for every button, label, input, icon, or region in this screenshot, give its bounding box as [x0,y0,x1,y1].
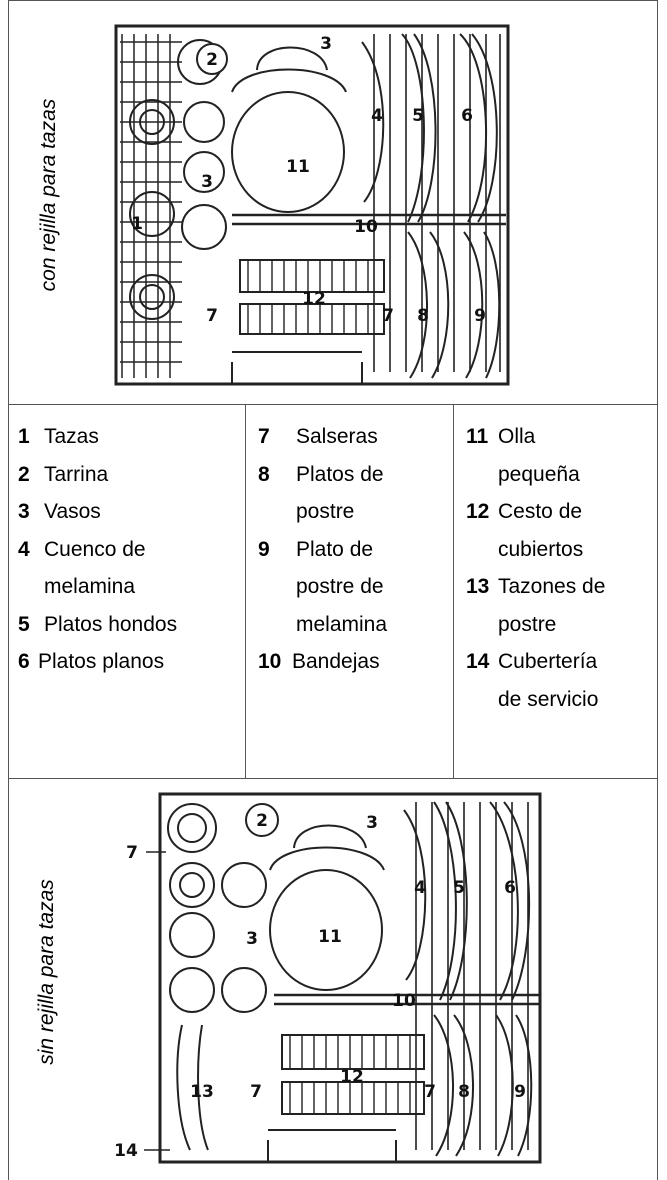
legend-item-9: 9 Plato de postre de melamina [258,531,448,644]
top-callout-11: 11 [286,157,310,177]
bottom-callout-7a: 7 [126,843,138,863]
legend-text: melamina [44,575,136,598]
legend-text: Tarrina [44,462,109,486]
legend-text: Platos de [296,462,384,486]
bottom-callout-5: 5 [453,878,465,898]
legend-number: 3 [18,500,30,523]
legend-column-2: 7 Salseras 8 Platos de postre 9 Plato de… [258,418,448,681]
top-callout-1: 1 [131,214,143,234]
legend-number: 13 [466,575,490,598]
bottom-callout-3b: 3 [246,929,258,949]
top-callout-7b: 7 [382,306,394,326]
top-callout-5: 5 [412,106,424,126]
bottom-callout-8: 8 [458,1082,470,1102]
bottom-callout-7c: 7 [424,1082,436,1102]
legend-item-11: 11 Olla pequeña [466,418,656,493]
top-callout-9: 9 [474,306,486,326]
legend-text: Tazones de [498,575,606,598]
top-callout-6: 6 [461,106,473,126]
legend-item-4: 4 Cuenco de melamina [18,531,240,606]
legend-number: 14 [466,650,490,673]
legend-text: Platos hondos [44,612,178,636]
legend-number: 9 [258,537,270,561]
top-callout-3a: 3 [320,34,332,54]
legend-column-divider-2 [453,404,454,778]
bottom-callout-10: 10 [392,991,416,1011]
legend-text: postre [498,612,557,636]
legend-text: Tazas [44,425,99,448]
legend-text: Plato de [296,537,374,561]
bottom-callout-7b: 7 [250,1082,262,1102]
legend-column-divider-1 [245,404,246,778]
legend-item-8: 8 Platos de postre [258,456,448,531]
legend-text: Bandejas [292,650,380,673]
legend-number: 10 [258,650,282,673]
legend-item-2: 2 Tarrina [18,456,240,494]
top-callout-4: 4 [371,106,383,126]
bottom-panel-caption: sin rejilla para tazas [35,879,58,1065]
bottom-rack-illustration: 2 3 3 4 5 6 7 11 10 12 13 7 7 8 9 14 [114,792,542,1164]
legend-text: melamina [296,612,388,636]
legend-item-13: 13 Tazones de postre [466,568,656,643]
top-callout-10: 10 [354,217,378,237]
table-top-border [8,0,658,1]
legend-text: Cesto de [498,500,583,523]
top-callout-12: 12 [302,289,326,309]
legend-number: 5 [18,612,30,636]
legend-number: 11 [466,425,489,448]
legend-text: Cubertería [498,650,598,673]
legend-text: Olla [498,425,536,448]
legend-text: postre [296,500,355,523]
legend-item-10: 10 Bandejas [258,643,448,681]
legend-item-6: 6 Platos planos [18,643,240,681]
bottom-callout-9: 9 [514,1082,526,1102]
legend-text: Platos planos [38,650,165,673]
legend-item-14: 14 Cubertería de servicio [466,643,656,718]
bottom-callout-4: 4 [414,878,426,898]
top-panel-caption: con rejilla para tazas [37,98,60,292]
top-callout-3b: 3 [201,172,213,192]
legend-number: 6 [18,650,30,673]
legend-text: cubiertos [498,537,584,561]
bottom-callout-12: 12 [340,1067,364,1087]
legend-number: 7 [258,425,270,448]
top-callout-2: 2 [206,50,218,70]
legend-text: Vasos [44,500,101,523]
legend-item-5: 5 Platos hondos [18,606,240,644]
top-callout-7a: 7 [206,306,218,326]
legend-number: 1 [18,425,30,448]
legend-number: 8 [258,462,270,486]
bottom-callout-3a: 3 [366,813,378,833]
table-divider-upper [8,404,658,405]
table-divider-lower [8,778,658,779]
bottom-callout-11: 11 [318,927,342,947]
legend-number: 4 [18,537,30,561]
legend-text: Salseras [296,425,378,448]
table-frame [8,0,658,1180]
legend-item-12: 12 Cesto de cubiertos [466,493,656,568]
legend-text: de servicio [498,687,599,711]
top-callout-8: 8 [417,306,429,326]
legend-text: pequeña [498,462,580,486]
legend-column-3: 11 Olla pequeña 12 Cesto de cubiertos 13… [466,418,656,718]
legend-item-1: 1 Tazas [18,418,240,456]
legend-text: postre de [296,575,384,598]
bottom-callout-14: 14 [114,1141,138,1161]
legend-text: Cuenco de [44,537,146,561]
legend-number: 12 [466,500,490,523]
legend-item-7: 7 Salseras [258,418,448,456]
legend-item-3: 3 Vasos [18,493,240,531]
bottom-callout-6: 6 [504,878,516,898]
top-rack-illustration: 2 3 3 1 4 5 6 11 10 12 7 7 8 9 [114,24,510,386]
bottom-callout-2: 2 [256,811,268,831]
legend-column-1: 1 Tazas 2 Tarrina 3 Vasos 4 Cuenco de me… [18,418,240,681]
legend-number: 2 [18,462,30,486]
bottom-callout-13: 13 [190,1082,214,1102]
